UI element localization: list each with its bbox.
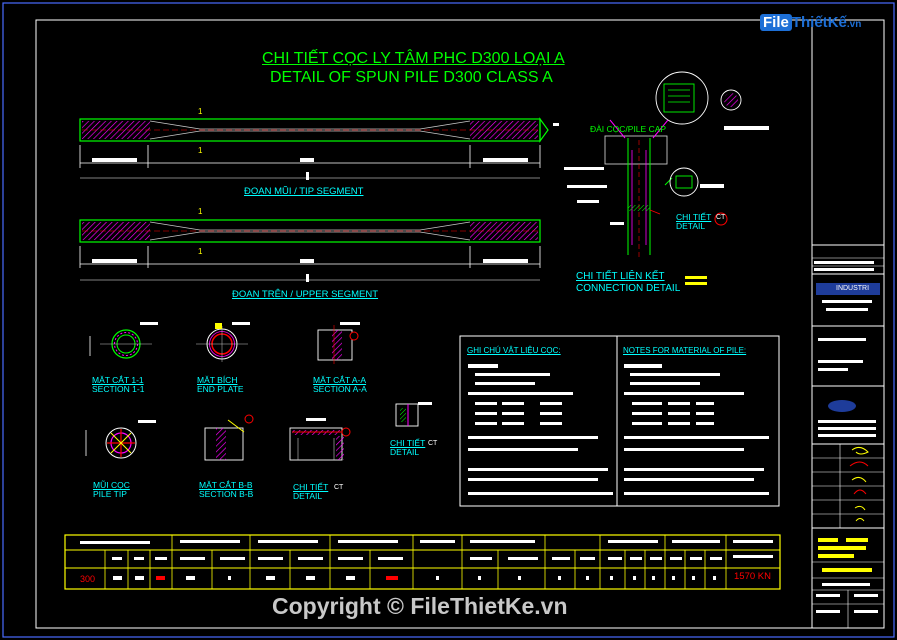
watermark-logo-ke: Kế [827, 14, 847, 31]
svg-text:1: 1 [198, 207, 203, 216]
section-a-a-vn: MẶT CẮT A-A [313, 375, 367, 385]
section-a-a-en: SECTION A-A [313, 384, 367, 394]
ct-detail-en: DETAIL [676, 221, 706, 231]
small-detail-en: DETAIL [390, 447, 420, 457]
sheet-inner-border [35, 19, 885, 629]
section-details [85, 322, 432, 461]
section-1-1-en: SECTION 1-1 [92, 384, 145, 394]
small-detail-vn: CHI TIẾT [390, 438, 426, 448]
section-1-1-vn: MẶT CẮT 1-1 [92, 375, 144, 385]
pile-tip-en: PILE TIP [93, 489, 127, 499]
upper-segment-label: ĐOẠN TRÊN / UPPER SEGMENT [232, 289, 379, 300]
upper-segment-pile: 1 1 [79, 207, 541, 282]
ct-detail-vn: CHI TIẾT [676, 212, 712, 222]
table-diameter: 300 [80, 574, 96, 584]
watermark-logo-vn: .vn [846, 19, 862, 30]
title-block-logo: INDUSTRI [836, 285, 870, 292]
svg-text:1: 1 [198, 146, 203, 155]
end-plate-vn: MẶT BÍCH [197, 375, 238, 385]
section-b-b-vn: MẶT CẮT B-B [199, 480, 253, 490]
watermark-logo-file: File [760, 14, 792, 31]
tip-segment-pile: 1 1 [79, 107, 559, 180]
ct-badge-connection: CT [716, 214, 726, 221]
detail-ct-en: DETAIL [293, 491, 323, 501]
ct-badge-small: CT [428, 440, 438, 447]
notes-box [459, 335, 780, 507]
spec-table [64, 534, 781, 590]
watermark-logo-thiet: Thiết [791, 14, 828, 31]
connection-detail-drawing [564, 71, 769, 285]
detail-ct-vn: CHI TIẾT [293, 482, 329, 492]
tip-segment-label: ĐOẠN MŨI / TIP SEGMENT [244, 186, 364, 197]
connection-detail-en: CONNECTION DETAIL [576, 283, 681, 294]
pile-tip-vn: MŨI CỌC [93, 480, 130, 490]
pile-cap-label: ĐÀI CỌC/PILE CAP [590, 124, 667, 134]
notes-left-title: GHI CHÚ VẬT LIỆU CỌC: [467, 346, 561, 355]
copyright-watermark: Copyright © FileThietKe.vn [272, 593, 568, 619]
svg-text:1: 1 [198, 247, 203, 256]
title-vn: CHI TIẾT CỌC LY TÂM PHC D300 LOẠI A [262, 50, 565, 67]
svg-text:1: 1 [198, 107, 203, 116]
table-load: 1570 KN [734, 571, 771, 582]
title-block [812, 244, 884, 628]
title-en: DETAIL OF SPUN PILE D300 CLASS A [270, 69, 553, 86]
end-plate-en: END PLATE [197, 384, 244, 394]
section-b-b-en: SECTION B-B [199, 489, 254, 499]
ct-badge-detail: CT [334, 484, 344, 491]
notes-right-title: NOTES FOR MATERIAL OF PILE: [623, 346, 747, 355]
connection-detail-vn: CHI TIẾT LIÊN KẾT [576, 271, 665, 282]
